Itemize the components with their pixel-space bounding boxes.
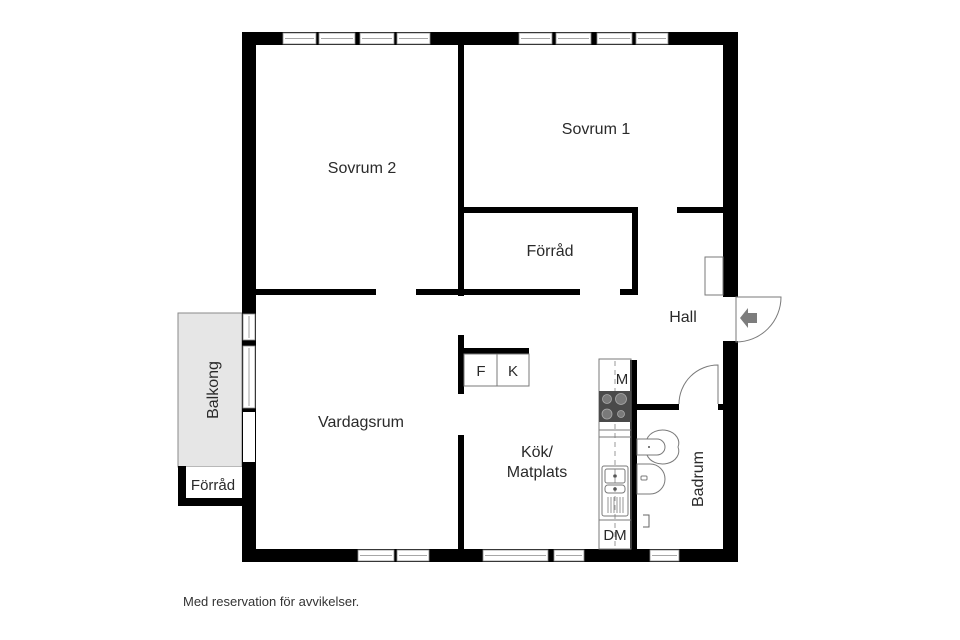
room-label-matplats: Matplats	[507, 464, 567, 481]
kitchen-counter: M DM	[598, 358, 632, 550]
room-label-sovrum-1: Sovrum 1	[562, 121, 631, 138]
room-label-balkong: Balkong	[205, 361, 222, 419]
interior-walls	[255, 44, 724, 550]
balcony-storage	[178, 466, 244, 506]
room-label-kok: Kök/	[521, 444, 554, 461]
sink-icon	[601, 465, 629, 517]
toilet-icon	[636, 429, 680, 465]
room-label-forrad-balkong: Förråd	[191, 477, 235, 494]
windows	[242, 32, 680, 562]
disclaimer-text: Med reservation för avvikelser.	[183, 594, 360, 609]
bathroom-door[interactable]	[678, 364, 719, 405]
entrance-arrow-icon	[740, 308, 757, 328]
hall-closet	[704, 256, 724, 296]
fridge-label: K	[508, 363, 518, 380]
washbasin-icon	[636, 463, 666, 495]
balcony	[177, 312, 243, 468]
fridge-freezer: F K	[463, 353, 530, 387]
room-label-hall: Hall	[669, 309, 697, 326]
room-label-badrum: Badrum	[690, 451, 707, 507]
entrance-door[interactable]	[735, 296, 782, 343]
room-label-forrad: Förråd	[526, 242, 573, 260]
shower-icon	[643, 514, 650, 528]
outer-walls	[242, 32, 738, 562]
room-label-vardagsrum: Vardagsrum	[318, 414, 404, 431]
microwave-label: M	[616, 371, 629, 388]
dishwasher-label: DM	[603, 527, 626, 544]
freezer-label: F	[476, 363, 485, 380]
room-label-sovrum-2: Sovrum 2	[328, 160, 397, 177]
stove-icon	[599, 391, 631, 422]
